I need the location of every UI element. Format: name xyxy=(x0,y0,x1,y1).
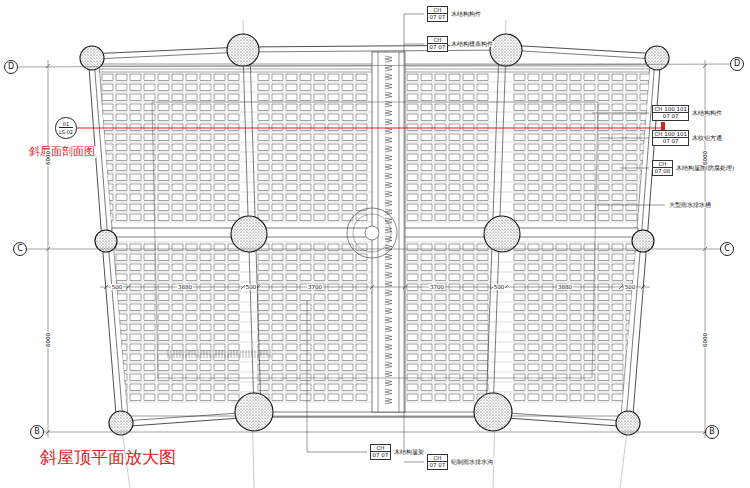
roof-outline xyxy=(88,20,661,488)
dimension-text: 3700 xyxy=(307,284,323,290)
tag-code: 07 07 xyxy=(371,452,390,458)
tag-code: CH 100 101 xyxy=(653,106,688,113)
callout-note: 木结构构件 xyxy=(691,110,723,116)
dimension-text: 6000 xyxy=(702,150,708,166)
callout-note: 大型雨水排水槽 xyxy=(668,202,712,208)
grid-label: C xyxy=(724,245,730,253)
dimension-text: 6000 xyxy=(45,332,51,348)
callout-tag: CH07 07铝制雨水排水沟 xyxy=(427,454,494,470)
grid-line xyxy=(44,432,705,433)
section-number: LS-02 xyxy=(59,127,73,135)
callout-note: 木结构构件 xyxy=(450,11,482,17)
dimension-text: 500 xyxy=(245,284,258,290)
grid-line xyxy=(27,249,720,250)
columns xyxy=(80,34,669,435)
tag-code: CH xyxy=(653,161,672,168)
section-marker: 01LS-02 xyxy=(55,117,76,138)
grid-bubble: C xyxy=(13,242,27,256)
grid-bubble: C xyxy=(720,242,734,256)
callout-tag: CH07 07木结构檩条构件 xyxy=(427,36,494,52)
tag-code: 07 07 xyxy=(428,44,447,50)
tag-code: CH xyxy=(371,445,390,452)
callout-tag: CH 100 10107 07木结构构件 xyxy=(652,105,723,121)
dimension-text: 3880 xyxy=(177,284,193,290)
tag-box: CH07 07 xyxy=(370,444,391,460)
callout-tag: CH 100 10107 07木纹铝方通 xyxy=(652,130,723,146)
grid-label: D xyxy=(734,60,740,68)
grid-bubble: D xyxy=(730,57,744,71)
dimension-text: 6000 xyxy=(702,332,708,348)
tag-box: CH07 07 xyxy=(427,36,448,52)
callout-note: 木纹铝方通 xyxy=(691,135,723,141)
dimension-text: 500 xyxy=(111,284,124,290)
tag-box: CH07 07 xyxy=(427,6,448,22)
callout-note: 木结构檩条构件 xyxy=(450,41,494,47)
callout-tag: CH07 07木结构构件 xyxy=(427,6,482,22)
dimension-text: 3880 xyxy=(557,284,573,290)
dimension-text: 6000 xyxy=(45,150,51,166)
tag-code: CH 100 101 xyxy=(653,131,688,138)
grid-bubble: B xyxy=(30,425,44,439)
callout-note: 铝制雨水排水沟 xyxy=(450,459,494,465)
tag-code: 07 07 xyxy=(428,14,447,20)
tag-box: CH 100 10107 07 xyxy=(652,105,689,121)
leader-lines xyxy=(307,14,665,462)
grid-line xyxy=(18,64,730,67)
drawing-title: 斜屋顶平面放大图 xyxy=(40,446,176,469)
grid-label: C xyxy=(17,245,23,253)
dimension-text: 500 xyxy=(493,284,506,290)
grid-bubble: B xyxy=(705,425,719,439)
grid-label: B xyxy=(34,428,40,436)
section-title: 斜屋面剖面图 xyxy=(28,146,96,158)
tag-box: CH07 07 xyxy=(427,454,448,470)
grid-label: B xyxy=(709,428,715,436)
tag-code: 07 08 xyxy=(653,168,672,174)
tag-code: CH xyxy=(428,7,447,14)
section-line xyxy=(77,122,665,134)
tag-code: 07 07 xyxy=(653,113,688,119)
grid-label: D xyxy=(8,63,14,71)
tag-code: 07 07 xyxy=(653,138,688,144)
tag-code: CH xyxy=(428,37,447,44)
tag-box: CH 100 10107 07 xyxy=(652,130,689,146)
tag-box: CH07 08 xyxy=(652,160,673,176)
grid-bubble: D xyxy=(4,60,18,74)
roof-beams xyxy=(112,50,638,412)
callout-tag: CH07 08木结构屋面(防腐处理) xyxy=(652,160,735,176)
tag-code: CH xyxy=(428,455,447,462)
dimension-text: 3700 xyxy=(429,284,445,290)
dimension-text: 500 xyxy=(624,284,637,290)
callout-tag: CH07 07木结构屋架 xyxy=(370,444,425,460)
tag-code: 07 07 xyxy=(428,462,447,468)
callout-note: 木结构屋架 xyxy=(393,449,425,455)
